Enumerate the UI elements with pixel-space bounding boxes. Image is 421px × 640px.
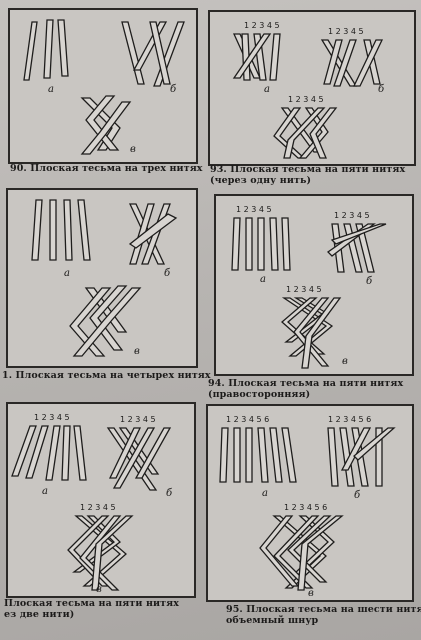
label-a: а xyxy=(42,486,48,497)
five-strand-right-diagram: 1 2 3 4 5 а 1 2 3 4 5 б 1 2 3 4 5 в xyxy=(231,205,387,369)
label-v: в xyxy=(308,588,314,599)
six-strand-diagram: 1 2 3 4 5 6 а 1 2 3 4 5 6 б 1 2 3 4 5 6 … xyxy=(219,415,396,599)
strand-numbers: 1 2 3 4 5 6 xyxy=(284,503,327,512)
caption-line-1: 93. Плоская тесьма на пяти нитях xyxy=(210,164,406,175)
strand-numbers: 1 2 3 4 5 xyxy=(328,27,364,36)
label-b: б xyxy=(166,488,173,499)
five-strand-two-diagram: 1 2 3 4 5 а 1 2 3 4 5 б 1 2 3 4 5 в xyxy=(11,413,173,595)
figure-91-panel: а б в xyxy=(6,188,198,368)
strand-numbers: 1 2 3 4 5 xyxy=(286,285,322,294)
figure-95-panel: 1 2 3 4 5 6 а 1 2 3 4 5 6 б 1 2 3 4 5 6 … xyxy=(206,404,414,602)
caption-line-2: ез две нити) xyxy=(4,609,75,620)
three-strand-diagram: а б в xyxy=(23,19,185,155)
label-v: в xyxy=(306,162,312,164)
strand-numbers: 1 2 3 4 5 xyxy=(80,503,116,512)
figure-92-panel: 1 2 3 4 5 а 1 2 3 4 5 б 1 2 3 4 5 в xyxy=(6,402,196,598)
strand-numbers: 1 2 3 4 5 6 xyxy=(328,415,371,424)
label-a: а xyxy=(64,268,70,279)
label-v: в xyxy=(134,346,140,357)
caption-line-2: объемный шнур xyxy=(226,615,319,626)
caption-line-1: 94. Плоская тесьма на пяти нитях xyxy=(208,378,404,389)
label-v: в xyxy=(342,356,348,367)
figure-91-caption: 1. Плоская тесьма на четырех нитях xyxy=(2,370,211,381)
figure-94-caption: 94. Плоская тесьма на пяти нитях (правос… xyxy=(208,378,403,400)
label-a: а xyxy=(262,488,268,499)
label-v: в xyxy=(130,144,136,155)
strand-numbers: 1 2 3 4 5 xyxy=(244,21,280,30)
figure-93-panel: 1 2 3 4 5 а 1 2 3 4 5 б 1 2 3 4 5 в xyxy=(208,10,416,166)
label-b: б xyxy=(378,84,385,95)
label-b: б xyxy=(164,268,171,279)
four-strand-diagram: а б в xyxy=(31,199,178,357)
figure-90-panel: а б в xyxy=(8,8,198,164)
caption-line-1: Плоская тесьма на пяти нитях xyxy=(4,598,180,609)
caption-line-1: 95. Плоская тесьма на шести нитях — xyxy=(226,604,421,615)
label-a: а xyxy=(264,84,270,95)
strand-numbers: 1 2 3 4 5 xyxy=(120,415,156,424)
figure-94-panel: 1 2 3 4 5 а 1 2 3 4 5 б 1 2 3 4 5 в xyxy=(214,194,414,376)
strand-numbers: 1 2 3 4 5 6 xyxy=(226,415,269,424)
strand-numbers: 1 2 3 4 5 xyxy=(236,205,272,214)
caption-line-2: (правосторонняя) xyxy=(208,389,311,400)
label-a: а xyxy=(48,84,54,95)
figure-92-caption: Плоская тесьма на пяти нитях ез две нити… xyxy=(4,598,179,620)
label-v: в xyxy=(96,584,102,595)
label-b: б xyxy=(354,490,361,501)
figure-95-caption: 95. Плоская тесьма на шести нитях — объе… xyxy=(226,604,421,626)
caption-line-2: (через одну нить) xyxy=(210,175,312,186)
label-a: а xyxy=(260,274,266,285)
label-b: б xyxy=(366,276,373,287)
figure-90-caption: 90. Плоская тесьма на трех нитях xyxy=(10,163,203,174)
strand-numbers: 1 2 3 4 5 xyxy=(288,95,324,104)
strand-numbers: 1 2 3 4 5 xyxy=(34,413,70,422)
five-strand-diagram: 1 2 3 4 5 а 1 2 3 4 5 б 1 2 3 4 5 в xyxy=(232,21,385,164)
figure-93-caption: 93. Плоская тесьма на пяти нитях (через … xyxy=(210,164,405,186)
strand-numbers: 1 2 3 4 5 xyxy=(334,211,370,220)
label-b: б xyxy=(170,84,177,95)
